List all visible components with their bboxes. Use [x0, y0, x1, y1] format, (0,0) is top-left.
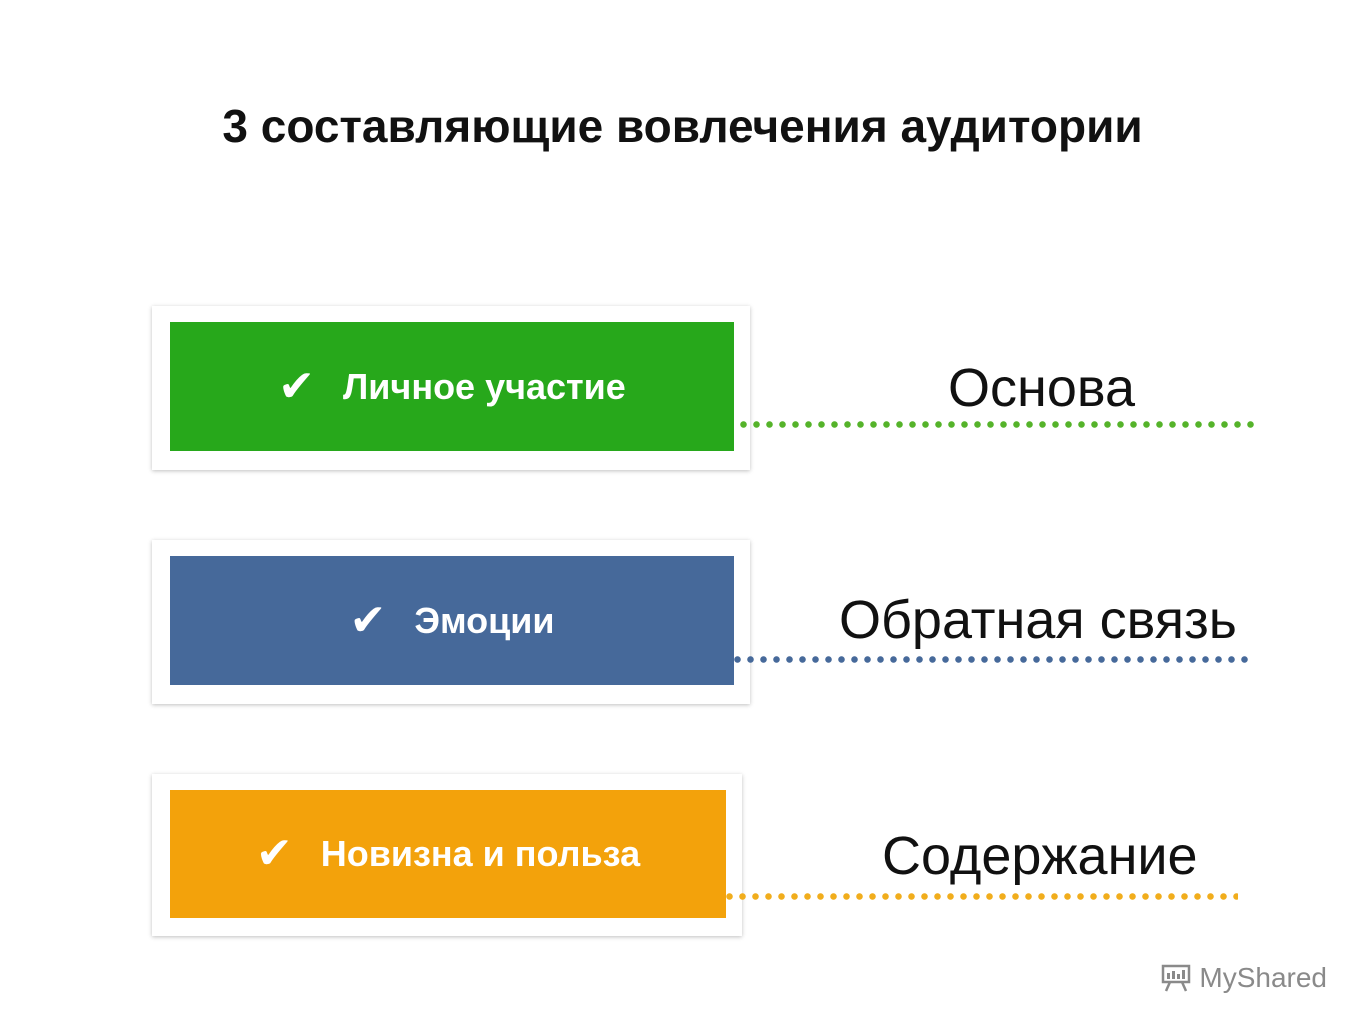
band-novelty-benefit: ✔ Новизна и польза	[170, 790, 726, 918]
right-label-basis: Основа	[948, 358, 1135, 418]
check-icon: ✔	[278, 361, 316, 411]
watermark-text: MyShared	[1199, 962, 1327, 993]
dotted-connector-blue	[734, 656, 1248, 663]
card-personal-participation: ✔ Личное участие	[152, 306, 750, 484]
dotted-connector-green	[740, 421, 1254, 428]
slide-title: 3 составляющие вовлечения аудитории	[222, 100, 1143, 152]
band-emotions: ✔ Эмоции	[170, 556, 734, 685]
card-emotions: ✔ Эмоции	[152, 540, 750, 718]
right-label-content: Содержание	[882, 826, 1198, 886]
right-label-feedback: Обратная связь	[839, 590, 1237, 650]
band-label: Эмоции	[414, 599, 555, 641]
dotted-connector-orange	[726, 893, 1238, 900]
presentation-board-icon	[1162, 964, 1191, 992]
check-icon: ✔	[349, 595, 387, 645]
band-personal-participation: ✔ Личное участие	[170, 322, 734, 451]
band-label: Новизна и польза	[320, 833, 641, 874]
watermark: MyShared	[1161, 962, 1327, 994]
card-novelty-benefit: ✔ Новизна и польза	[152, 774, 742, 950]
band-label: Личное участие	[343, 365, 626, 407]
check-icon: ✔	[255, 829, 293, 878]
